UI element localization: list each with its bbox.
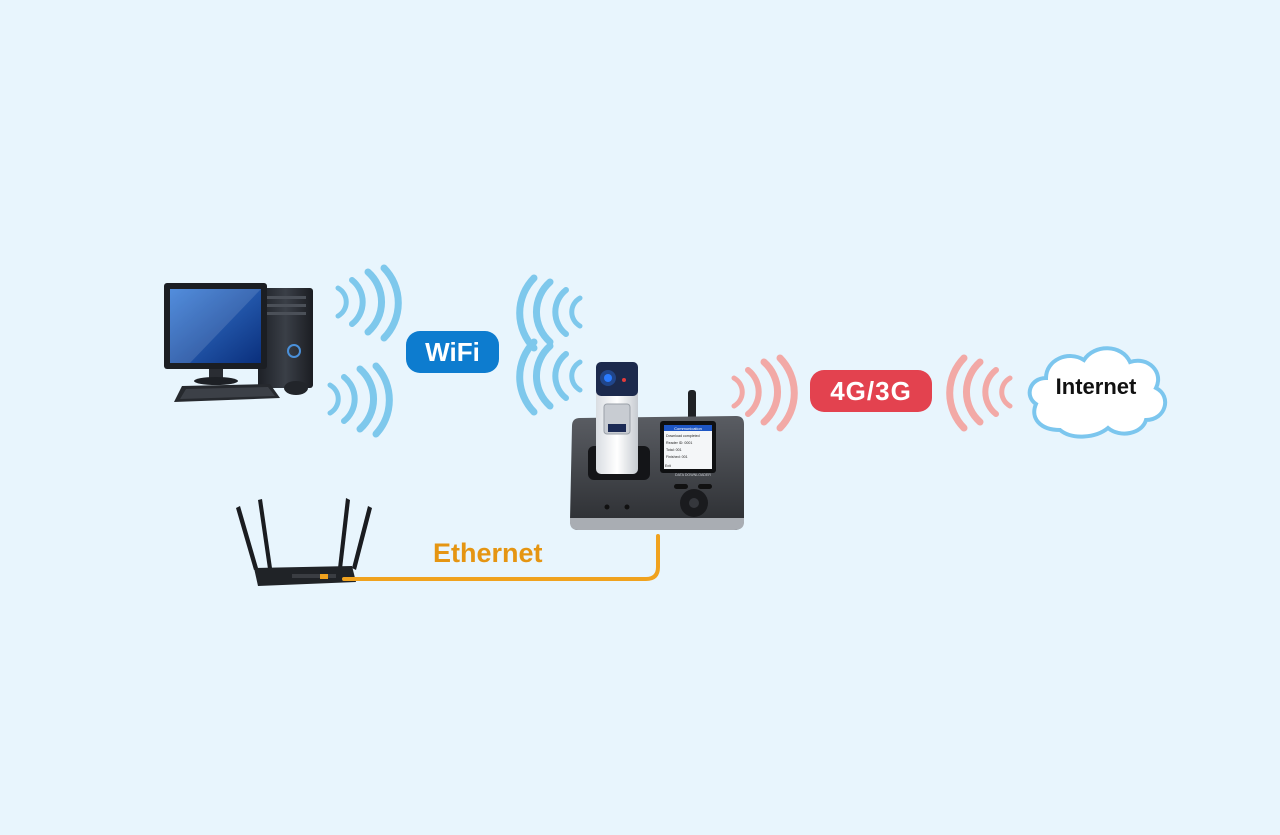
screen-header: Communication xyxy=(674,426,702,431)
internet-cloud-icon xyxy=(1027,346,1168,439)
screen-brand-label: DATA DOWNLOADER xyxy=(675,473,711,477)
wifi-label: WiFi xyxy=(425,336,480,367)
device-soft-key-right xyxy=(698,484,712,489)
ethernet-label: Ethernet xyxy=(433,538,543,568)
screen-line-3: Total: 001 xyxy=(666,448,682,452)
power-button-icon xyxy=(287,344,301,358)
desktop-computer-icon xyxy=(164,283,313,402)
data-downloader-device-icon: Communication Download completed Reader … xyxy=(570,362,744,530)
mouse xyxy=(284,381,308,395)
device-soft-key-left xyxy=(674,484,688,489)
screen-line-4: Finished: 001 xyxy=(666,455,688,459)
computer-wifi-waves-bottom xyxy=(327,362,393,438)
cellular-waves-right xyxy=(946,354,1013,432)
screen-footer-left: Exit xyxy=(665,464,671,468)
screen-line-1: Download completed xyxy=(666,434,700,438)
cellular-label: 4G/3G xyxy=(830,375,912,406)
ethernet-cable xyxy=(342,534,660,581)
computer-wifi-waves-top xyxy=(335,264,402,342)
internet-label: Internet xyxy=(1055,374,1137,399)
screen-line-2: Reader ID: 0001 xyxy=(666,441,692,445)
device-wifi-waves-top xyxy=(516,274,583,352)
cellular-label-badge: 4G/3G xyxy=(810,370,932,412)
cellular-waves-left xyxy=(731,354,798,432)
wifi-router-icon xyxy=(236,498,372,586)
device-wifi-waves-bottom xyxy=(516,338,583,416)
wifi-label-badge: WiFi xyxy=(406,331,499,373)
